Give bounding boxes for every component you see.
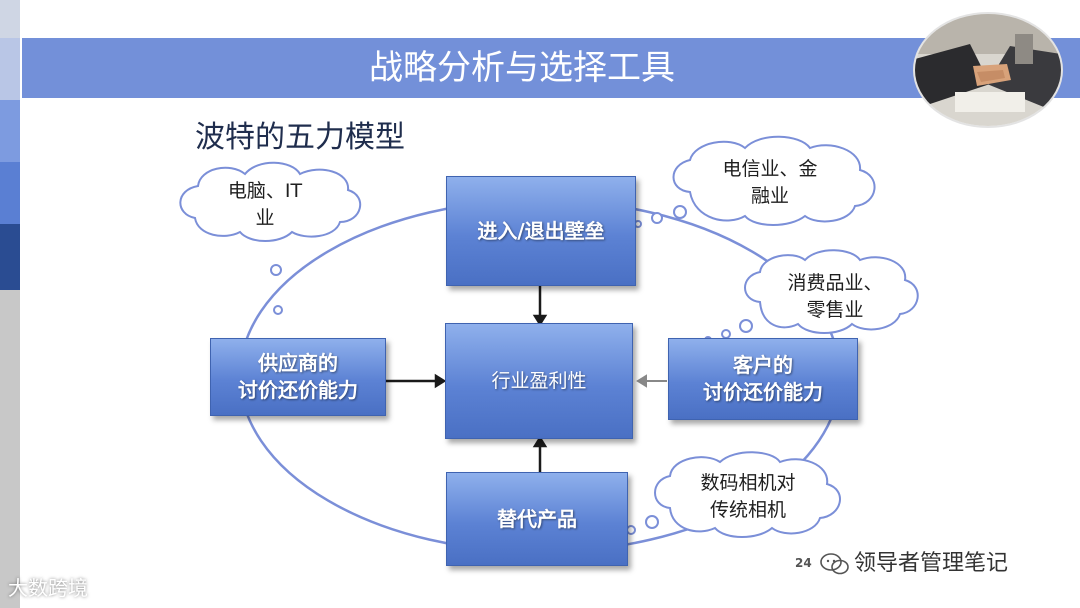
substitute-product-label: 替代产品 <box>497 506 577 531</box>
slide-subtitle: 波特的五力模型 <box>195 120 405 155</box>
cloud-telecom-text: 电信业、金 融业 <box>700 156 840 210</box>
customer-power-box: 客户的 讨价还价能力 <box>668 338 858 420</box>
industry-profitability-box: 行业盈利性 <box>445 323 633 439</box>
supplier-power-label-1: 供应商的 <box>258 351 338 375</box>
cloud-consumer <box>704 249 919 344</box>
side-strip-6 <box>0 290 20 608</box>
substitute-product-box: 替代产品 <box>446 472 628 566</box>
cloud-telecom-line-2: 融业 <box>750 185 789 207</box>
wechat-icon <box>820 553 849 575</box>
slide-title: 战略分析与选择工具 <box>369 48 675 88</box>
side-strip-5 <box>0 224 20 290</box>
side-strip-1 <box>0 0 20 38</box>
brand-account-name: 领导者管理笔记 <box>854 551 1009 576</box>
side-strip-2 <box>0 38 20 100</box>
side-strip-4 <box>0 162 20 224</box>
cloud-consumer-line-1: 消费品业、 <box>787 272 883 294</box>
brand-account: 领导者管理笔记 <box>820 545 1008 577</box>
cloud-consumer-text: 消费品业、 零售业 <box>775 270 895 324</box>
cloud-it-text: 电脑、IT 业 <box>200 178 330 232</box>
entry-exit-barrier-box: 进入/退出壁垒 <box>446 176 636 286</box>
cloud-telecom-line-1: 电信业、金 <box>722 158 818 180</box>
customer-power-label-2: 讨价还价能力 <box>703 380 823 404</box>
cloud-it-line-2: 业 <box>255 207 275 229</box>
cloud-telecom <box>634 135 876 228</box>
arrowhead-entry <box>532 314 548 327</box>
entry-exit-barrier-label: 进入/退出壁垒 <box>477 218 605 243</box>
cloud-it-line-1: 电脑、IT <box>227 180 303 202</box>
supplier-power-box: 供应商的 讨价还价能力 <box>210 338 386 416</box>
cloud-camera-line-2: 传统相机 <box>709 499 786 521</box>
title-bar: 战略分析与选择工具 <box>22 38 1080 98</box>
cloud-camera <box>604 451 841 542</box>
customer-power-label-1: 客户的 <box>733 353 793 377</box>
cloud-camera-text: 数码相机对 传统相机 <box>678 470 818 524</box>
cloud-consumer-line-2: 零售业 <box>806 299 864 321</box>
handshake-photo <box>915 14 1061 126</box>
watermark: 大数跨境 <box>8 572 88 601</box>
arrowhead-supplier <box>434 373 447 389</box>
cloud-it <box>179 161 362 315</box>
supplier-power-label-2: 讨价还价能力 <box>238 378 358 402</box>
handshake-photo-illustration <box>915 14 1061 126</box>
page-number: 24 <box>795 556 812 570</box>
side-strip-3 <box>0 100 20 162</box>
arrowhead-customer <box>636 374 647 388</box>
industry-profitability-label: 行业盈利性 <box>491 369 587 392</box>
arrowhead-substitute <box>532 435 548 448</box>
cloud-camera-line-1: 数码相机对 <box>700 472 796 494</box>
watermark-text: 大数跨境 <box>8 576 88 600</box>
